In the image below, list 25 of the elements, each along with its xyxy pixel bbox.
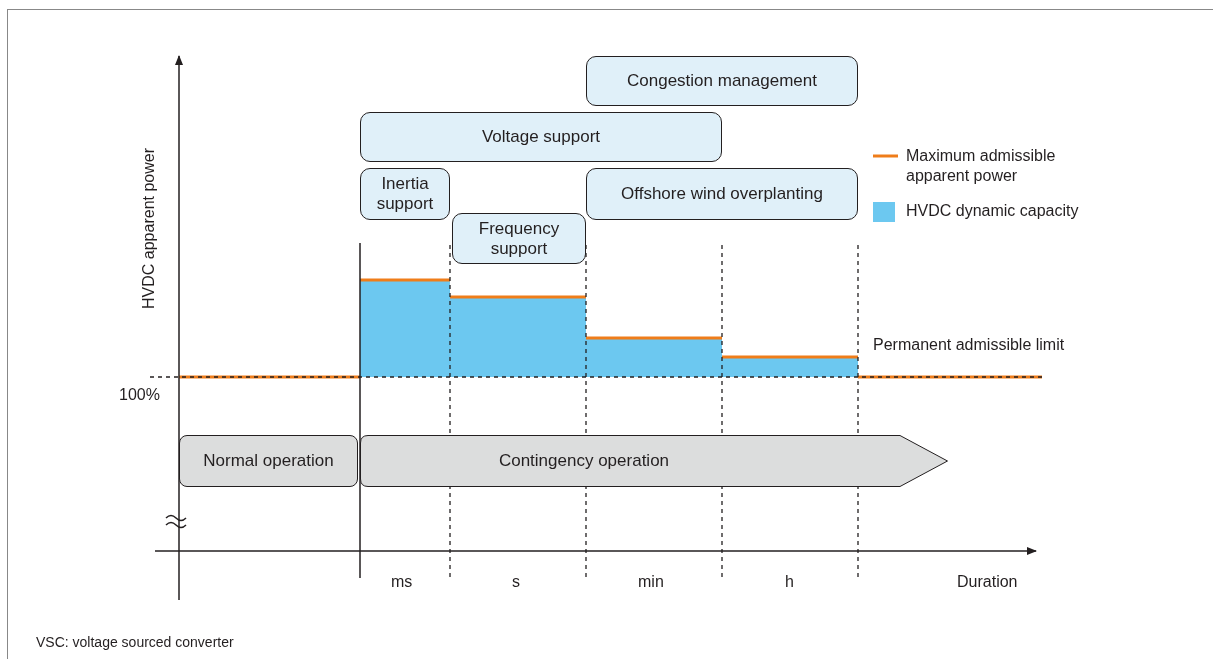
legend-label: HVDC dynamic capacity (906, 201, 1080, 221)
phase-box (179, 435, 358, 487)
axis-title: Duration (957, 573, 1018, 591)
phase-arrow (360, 435, 948, 487)
box-label: Normal operation (203, 451, 334, 471)
service-box (360, 112, 722, 162)
axis-title: HVDC apparent power (140, 148, 158, 309)
box-label: Voltage support (481, 127, 601, 147)
axis-tick-label: 100% (119, 386, 160, 404)
service-box (360, 168, 450, 220)
box-label: Congestion management (627, 71, 817, 91)
box-label: Inertia support (375, 174, 435, 214)
service-box (586, 56, 858, 106)
box-label: Frequency support (477, 218, 561, 259)
time-scale-label: ms (391, 573, 413, 591)
time-scale-label: s (512, 573, 520, 591)
time-scale-label: h (785, 573, 794, 591)
service-box (586, 168, 858, 220)
time-scale-label: min (638, 573, 664, 591)
box-label: Contingency operation (498, 451, 670, 471)
limit-label: Permanent admissible limit (873, 336, 1065, 354)
box-label: Offshore wind overplanting (621, 184, 823, 204)
service-box (452, 213, 586, 264)
legend-label: Maximum admissible apparent power (906, 146, 1057, 186)
caption: VSC: voltage sourced converter (36, 634, 234, 650)
